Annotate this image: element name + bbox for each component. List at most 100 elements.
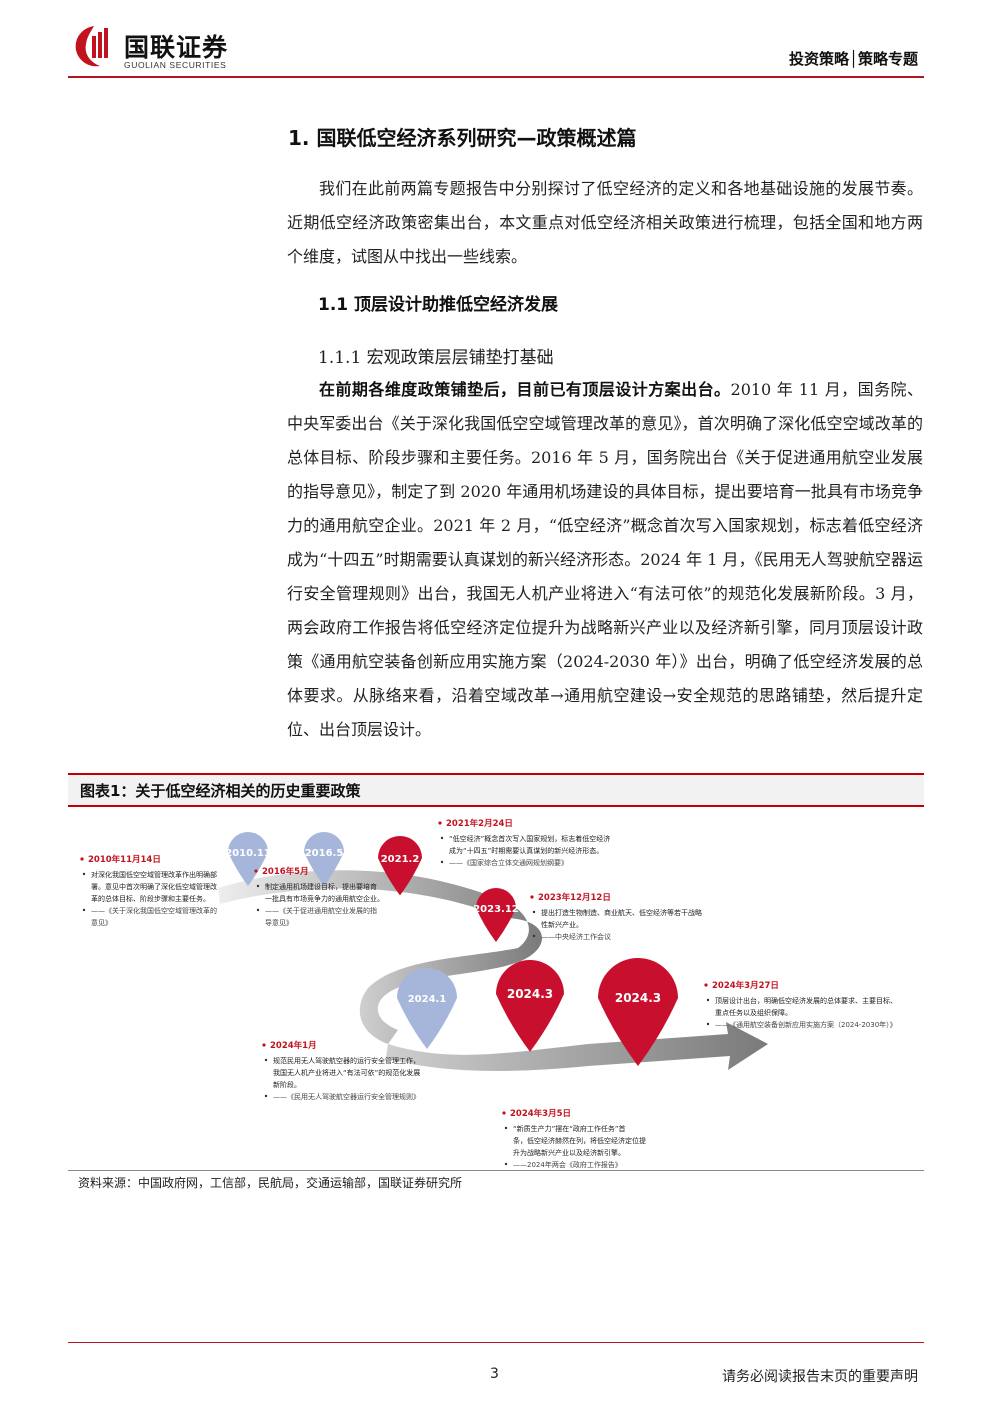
figure-source: 资料来源：中国政府网，工信部，民航局，交通运输部，国联证券研究所 bbox=[78, 1176, 463, 1190]
event-date: 2024年1月 bbox=[270, 1040, 317, 1051]
pin-shape bbox=[397, 968, 457, 1049]
source-rule bbox=[68, 1170, 924, 1171]
subsubsection-heading: 1.1.1 宏观政策层层铺垫打基础 bbox=[318, 348, 554, 368]
event-bullet bbox=[256, 908, 260, 912]
event-source: ——《民用无人驾驶航空器运行安全管理规则》 bbox=[273, 1092, 420, 1101]
header-rule bbox=[68, 76, 924, 78]
event-date: 2023年12月12日 bbox=[538, 892, 611, 903]
intro-paragraph: 我们在此前两篇专题报告中分别探讨了低空经济的定义和各地基础设施的发展节奏。近期低… bbox=[287, 179, 923, 266]
event-bullet bbox=[262, 1043, 266, 1047]
timeline-pin: 2021.2 bbox=[378, 836, 422, 896]
event-bullet bbox=[532, 910, 536, 914]
pin-label: 2024.1 bbox=[408, 994, 447, 1005]
event-line: 成为“十四五”时期需要认真谋划的新兴经济形态。 bbox=[449, 846, 603, 855]
event-source: ——《关于深化我国低空空域管理改革的 bbox=[91, 906, 217, 915]
event-source: ——《关于促进通用航空业发展的指 bbox=[265, 906, 377, 915]
timeline-pin: 2010.11 bbox=[225, 832, 271, 886]
event-date: 2010年11月14日 bbox=[88, 854, 161, 865]
event-date: 2016年5月 bbox=[262, 866, 309, 877]
event-source: ——2024年两会《政府工作报告》 bbox=[513, 1160, 622, 1168]
timeline-event: 2024年3月5日 “新质生产力”摆在“政府工作任务”首条，低空经济赫然在列，将低… bbox=[502, 1108, 646, 1168]
event-source: ——《通用航空装备创新应用实施方案（2024-2030年）》 bbox=[715, 1020, 897, 1029]
pin-label: 2021.2 bbox=[381, 854, 420, 865]
report-category: 投资策略│策略专题 bbox=[788, 50, 918, 68]
timeline-event: 2016年5月制定通用机场建设目标，提出要培育一批具有市场竞争力的通用航空企业。… bbox=[254, 866, 384, 927]
pin-shape bbox=[476, 888, 516, 942]
event-bullet bbox=[440, 836, 444, 840]
event-line: “新质生产力”摆在“政府工作任务”首 bbox=[513, 1124, 626, 1133]
event-bullet bbox=[532, 934, 536, 938]
pin-shape bbox=[304, 832, 344, 886]
timeline-event: 2023年12月12日提出打造生物制造、商业航天、低空经济等若干战略性新兴产业。… bbox=[530, 892, 702, 941]
pin-label: 2023.12 bbox=[473, 904, 519, 915]
event-bullet bbox=[440, 860, 444, 864]
event-source: 意见》 bbox=[91, 918, 112, 927]
page-number: 3 bbox=[490, 1366, 499, 1382]
logo-mark-icon bbox=[75, 26, 108, 67]
event-bullet bbox=[504, 1162, 508, 1166]
event-line: 署。意见中首次明确了深化低空域管理改 bbox=[91, 882, 217, 891]
body-paragraph: 在前期各维度政策铺垫后，目前已有顶层设计方案出台。2010 年 11 月，国务院… bbox=[287, 373, 923, 747]
company-logo: 国联证券 GUOLIAN SECURITIES bbox=[70, 22, 270, 72]
event-bullet bbox=[706, 1022, 710, 1026]
event-line: 新阶段。 bbox=[273, 1080, 301, 1089]
pin-shape bbox=[496, 960, 564, 1052]
event-line: 我国无人机产业将进入“有法可依”的规范化发展 bbox=[273, 1068, 420, 1077]
timeline-event: 2021年2月24日“低空经济”概念首次写入国家规划，标志着低空经济成为“十四五… bbox=[438, 818, 610, 867]
pin-shape bbox=[228, 832, 268, 886]
event-line: 对深化我国低空空域管理改革作出明确部 bbox=[91, 870, 217, 879]
event-bullet bbox=[80, 857, 84, 861]
timeline-pin: 2023.12 bbox=[473, 888, 519, 942]
event-source: 导意见》 bbox=[265, 918, 293, 927]
event-bullet bbox=[502, 1111, 506, 1115]
pin-label: 2024.3 bbox=[615, 991, 661, 1005]
event-line: 升为战略新兴产业以及经济新引擎。 bbox=[513, 1148, 625, 1157]
body-rest: 2010 年 11 月，国务院、中央军委出台《关于深化我国低空空域管理改革的意见… bbox=[287, 380, 923, 739]
pin-label: 2010.11 bbox=[225, 848, 271, 859]
pin-shape bbox=[598, 958, 678, 1066]
timeline-pin: 2016.5 bbox=[304, 832, 344, 886]
event-line: 重点任务以及组织保障。 bbox=[715, 1008, 792, 1017]
event-line: 性新兴产业。 bbox=[541, 920, 583, 929]
event-date: 2024年3月5日 bbox=[510, 1108, 571, 1119]
event-bullet bbox=[706, 998, 710, 1002]
figure-title-bar: 图表1：关于低空经济相关的历史重要政策 bbox=[68, 773, 924, 807]
timeline-event: 2024年3月27日顶层设计出台，明确低空经济发展的总体要求、主要目标、重点任务… bbox=[704, 980, 897, 1029]
event-line: 提出打造生物制造、商业航天、低空经济等若干战略 bbox=[541, 908, 702, 917]
footer-disclaimer: 请务必阅读报告末页的重要声明 bbox=[722, 1369, 918, 1385]
timeline-pin: 2024.3 bbox=[496, 960, 564, 1052]
event-bullet bbox=[82, 908, 86, 912]
event-bullet bbox=[704, 983, 708, 987]
pin-label: 2016.5 bbox=[305, 848, 344, 859]
event-line: 革的总体目标、阶段步骤和主要任务。 bbox=[91, 894, 210, 903]
timeline-pin: 2024.1 bbox=[397, 968, 457, 1049]
logo-english-name: GUOLIAN SECURITIES bbox=[124, 60, 227, 70]
timeline-road-curve bbox=[359, 903, 542, 1044]
event-date: 2021年2月24日 bbox=[446, 818, 513, 829]
event-line: 规范民用无人驾驶航空器的运行安全管理工作， bbox=[273, 1056, 420, 1065]
event-bullet bbox=[504, 1126, 508, 1130]
logo-chinese-name: 国联证券 bbox=[124, 33, 229, 62]
figure-title: 图表1：关于低空经济相关的历史重要政策 bbox=[80, 782, 361, 800]
event-bullet bbox=[256, 884, 260, 888]
timeline-road-upper bbox=[218, 870, 508, 918]
body-lead-bold: 在前期各维度政策铺垫后，目前已有顶层设计方案出台。 bbox=[319, 380, 731, 399]
timeline-pin: 2024.3 bbox=[598, 958, 678, 1066]
event-bullet bbox=[264, 1058, 268, 1062]
event-bullet bbox=[82, 872, 86, 876]
timeline-event: 2010年11月14日对深化我国低空空域管理改革作出明确部署。意见中首次明确了深… bbox=[80, 854, 217, 927]
event-date: 2024年3月27日 bbox=[712, 980, 779, 991]
event-bullet bbox=[530, 895, 534, 899]
event-line: 顶层设计出台，明确低空经济发展的总体要求、主要目标、 bbox=[715, 996, 897, 1005]
pin-label: 2024.3 bbox=[507, 987, 553, 1001]
event-bullet bbox=[438, 821, 442, 825]
section-heading: 1. 国联低空经济系列研究—政策概述篇 bbox=[288, 126, 637, 150]
footer-rule bbox=[68, 1342, 924, 1343]
event-source: ——《国家综合立体交通网规划纲要》 bbox=[449, 858, 568, 867]
timeline-road-lower bbox=[386, 1022, 768, 1071]
pin-shape bbox=[378, 836, 422, 896]
event-line: 一批具有市场竞争力的通用航空企业。 bbox=[265, 894, 384, 903]
event-line: 条，低空经济赫然在列，将低空经济定位提 bbox=[513, 1136, 646, 1145]
event-bullet bbox=[254, 869, 258, 873]
